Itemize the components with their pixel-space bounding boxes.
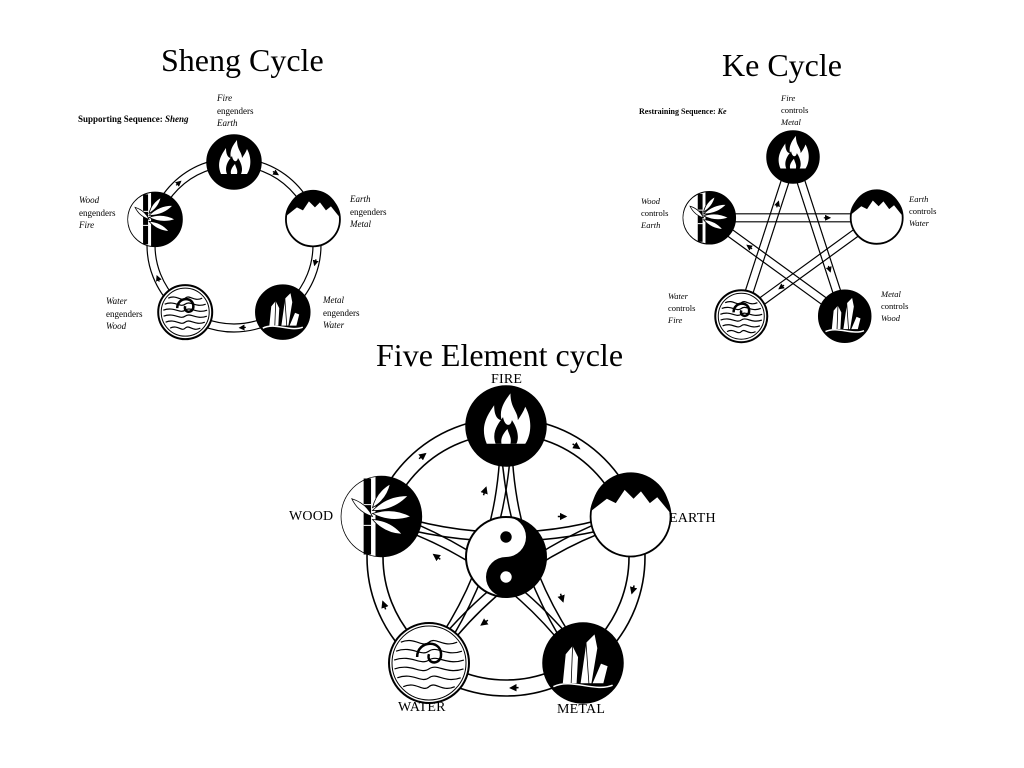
flame-icon: [766, 130, 820, 184]
ke-band-edge: [743, 220, 880, 320]
sheng-cycle-diagram: [127, 134, 341, 341]
bamboo-icon: [682, 191, 737, 245]
wave-icon: [388, 621, 471, 704]
mountain-icon: [849, 189, 904, 245]
bamboo-icon: [127, 191, 183, 248]
label-water: WATER: [398, 700, 446, 715]
five-ke-arrow: [480, 486, 488, 496]
five-ke-arrow: [557, 593, 565, 603]
bamboo-icon: [340, 475, 423, 558]
sheng-sequence-label: Supporting Sequence: Sheng: [78, 114, 189, 124]
ke-cycle-diagram: [682, 130, 904, 344]
five-ke-arrow: [480, 618, 489, 626]
five-sheng-arrow: [418, 452, 427, 461]
crystal-icon: [542, 622, 624, 704]
yin-yang-icon: [465, 516, 547, 598]
ke-band-edge: [796, 155, 850, 316]
five-sheng-arrow: [572, 441, 581, 450]
ke-arrow: [774, 200, 780, 208]
ke-arrow: [825, 265, 832, 273]
flame-icon: [206, 134, 262, 190]
wave-icon: [157, 284, 214, 341]
ke-band-edge: [744, 158, 798, 318]
ke-band-edge: [706, 220, 843, 320]
ke-sequence-label: Restraining Sequence: Ke: [639, 107, 727, 116]
sheng-arrow: [272, 169, 280, 176]
ke-band-edge: [788, 158, 842, 318]
ke-band-edge: [711, 214, 848, 314]
ke-arrow: [778, 283, 785, 290]
five-element-cycle-diagram: [340, 385, 672, 704]
label-metal: METAL: [557, 702, 606, 717]
sheng-cycle-title: Sheng Cycle: [161, 42, 324, 78]
label-earth: EARTH: [669, 511, 716, 526]
sheng-arrow: [312, 259, 319, 267]
crystal-icon: [255, 284, 311, 340]
flame-icon: [465, 385, 547, 467]
five-sheng-arrow: [629, 585, 638, 595]
five-ke-arrow: [432, 553, 441, 562]
five-element-cycle-title: Five Element cycle: [376, 337, 624, 373]
label-fire: FIRE: [491, 372, 523, 387]
mountain-icon: [285, 189, 341, 248]
five-sheng-arrow: [381, 600, 389, 610]
sheng-arrow: [175, 180, 182, 187]
ke-arrow: [746, 244, 753, 251]
ke-band-edge: [736, 155, 790, 316]
crystal-icon: [817, 289, 872, 343]
sheng-arrow: [156, 274, 162, 282]
ke-band-edge: [738, 214, 875, 314]
ke-cycle-title: Ke Cycle: [722, 47, 842, 83]
label-wood: WOOD: [289, 509, 334, 524]
wave-icon: [714, 289, 769, 344]
mountain-icon: [589, 472, 672, 558]
